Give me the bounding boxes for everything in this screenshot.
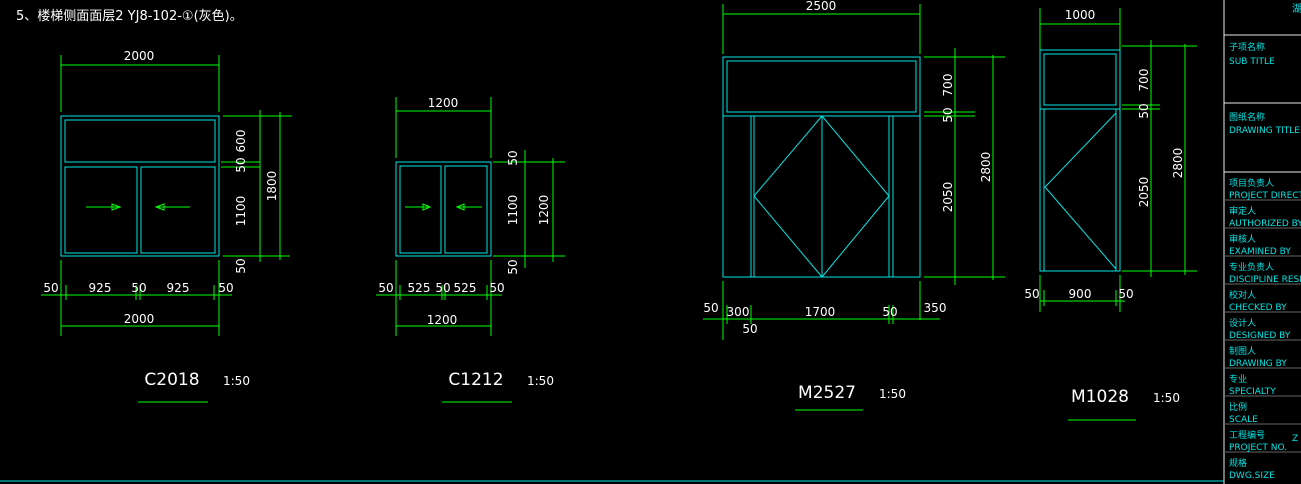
c1212-dim-bottom-total: 1200 bbox=[427, 313, 458, 327]
tb-field-2-en: PROJECT DIRECTOR bbox=[1229, 191, 1301, 201]
tb-field-8-cn: 制图人 bbox=[1229, 345, 1256, 357]
tb-field-11-en: PROJECT NO. bbox=[1229, 443, 1287, 453]
m2527-dim-bottom-1: 300 bbox=[727, 305, 750, 319]
title-block-corner: 湖 bbox=[1292, 3, 1301, 15]
c2018-dim-bottom-1: 925 bbox=[89, 281, 112, 295]
m1028-title: M1028 bbox=[1071, 387, 1129, 407]
tb-field-11-cn: 工程编号 bbox=[1229, 429, 1265, 441]
window-c2018[interactable]: 2000 600 50 1100 50 1800 50 925 50 925 5… bbox=[41, 49, 292, 403]
m2527-dim-bottom-0: 50 bbox=[703, 301, 718, 315]
tb-field-0-en: SUB TITLE bbox=[1229, 57, 1275, 67]
tb-field-10-cn: 比例 bbox=[1229, 401, 1247, 413]
tb-field-4-en: EXAMINED BY bbox=[1229, 247, 1291, 257]
c2018-dim-right-3: 50 bbox=[234, 258, 248, 273]
m2527-dim-right-0: 700 bbox=[941, 74, 955, 97]
m1028-dim-bottom-1: 900 bbox=[1069, 287, 1092, 301]
c1212-dim-right-total: 1200 bbox=[537, 195, 551, 226]
tb-field-2-cn: 项目负责人 bbox=[1229, 177, 1274, 189]
tb-field-6-cn: 校对人 bbox=[1229, 289, 1256, 301]
tb-field-1-en: DRAWING TITLE bbox=[1229, 126, 1300, 136]
tb-field-5-en: DISCIPLINE RESPONSIBLE bbox=[1229, 275, 1301, 285]
m2527-dim-right-1: 50 bbox=[941, 107, 955, 122]
c1212-dim-bottom-0: 50 bbox=[378, 281, 393, 295]
c2018-title: C2018 bbox=[144, 370, 199, 390]
c2018-dim-top: 2000 bbox=[124, 49, 155, 63]
tb-field-7-en: DESIGNED BY bbox=[1229, 331, 1291, 341]
m1028-dim-top: 1000 bbox=[1065, 8, 1096, 22]
m1028-dim-right-1: 50 bbox=[1137, 103, 1151, 118]
m1028-dim-right-2: 2050 bbox=[1137, 177, 1151, 208]
m2527-scale: 1:50 bbox=[879, 387, 906, 401]
m1028-dim-right-total: 2800 bbox=[1171, 148, 1185, 179]
c1212-dim-right-1: 1100 bbox=[506, 195, 520, 226]
c2018-dim-bottom-2: 50 bbox=[131, 281, 146, 295]
tb-field-5-cn: 专业负责人 bbox=[1229, 261, 1274, 273]
c1212-scale: 1:50 bbox=[527, 374, 554, 388]
m1028-dim-right-0: 700 bbox=[1137, 69, 1151, 92]
c2018-scale: 1:50 bbox=[223, 374, 250, 388]
tb-field-3-en: AUTHORIZED BY bbox=[1229, 219, 1301, 229]
c1212-dim-right-2: 50 bbox=[506, 259, 520, 274]
c1212-dim-bottom-3: 525 bbox=[454, 281, 477, 295]
tb-field-9-cn: 专业 bbox=[1229, 373, 1247, 385]
m2527-dim-bottom-5: 50 bbox=[742, 322, 757, 336]
tb-field-6-en: CHECKED BY bbox=[1229, 303, 1287, 313]
m1028-dim-bottom-0: 50 bbox=[1024, 287, 1039, 301]
m2527-dim-right-2: 2050 bbox=[941, 182, 955, 213]
c2018-dim-right-total: 1800 bbox=[265, 171, 279, 202]
tb-field-8-en: DRAWING BY bbox=[1229, 359, 1287, 369]
tb-field-3-cn: 审定人 bbox=[1229, 205, 1256, 217]
tb-field-0-cn: 子项名称 bbox=[1229, 41, 1265, 53]
tb-field-9-en: SPECIALTY bbox=[1229, 387, 1276, 397]
c2018-dim-bottom-0: 50 bbox=[43, 281, 58, 295]
c2018-dim-right-2: 1100 bbox=[234, 196, 248, 227]
door-m2527[interactable]: 2500 700 50 2050 2800 50 300 1700 50 350… bbox=[703, 0, 1005, 411]
m2527-dim-top: 2500 bbox=[806, 0, 837, 13]
m1028-dim-bottom-2: 50 bbox=[1118, 287, 1133, 301]
m2527-dim-bottom-3: 50 bbox=[882, 305, 897, 319]
header-note: 5、楼梯侧面面层2 YJ8-102-①(灰色)。 bbox=[16, 8, 243, 24]
c2018-dim-right-0: 600 bbox=[234, 130, 248, 153]
c2018-dim-right-1: 50 bbox=[234, 157, 248, 172]
c2018-dim-bottom-total: 2000 bbox=[124, 312, 155, 326]
m2527-title: M2527 bbox=[798, 383, 856, 403]
m2527-dim-bottom-2: 1700 bbox=[805, 305, 836, 319]
tb-field-4-cn: 审核人 bbox=[1229, 233, 1256, 245]
c1212-title: C1212 bbox=[448, 370, 503, 390]
tb-field-7-cn: 设计人 bbox=[1229, 317, 1256, 329]
tb-field-12-en: DWG.SIZE bbox=[1229, 471, 1275, 481]
tb-project-no-prefix: Z bbox=[1292, 434, 1298, 444]
c1212-dim-bottom-4: 50 bbox=[489, 281, 504, 295]
window-c1212[interactable]: 1200 50 1100 50 1200 50 525 50 525 50 12… bbox=[376, 96, 565, 403]
c1212-dim-bottom-2: 50 bbox=[435, 281, 450, 295]
tb-field-12-cn: 规格 bbox=[1229, 457, 1247, 469]
c2018-dim-bottom-4: 50 bbox=[218, 281, 233, 295]
tb-field-1-cn: 图纸名称 bbox=[1229, 111, 1265, 123]
c2018-dim-bottom-3: 925 bbox=[167, 281, 190, 295]
tb-field-10-en: SCALE bbox=[1229, 415, 1258, 425]
c1212-dim-right-0: 50 bbox=[506, 150, 520, 165]
door-m1028[interactable]: 1000 700 50 2050 2800 50 900 50 M1028 1:… bbox=[1024, 8, 1197, 421]
title-block: 湖 子项名称 SUB TITLE 图纸名称 DRAWING TITLE 项目负责… bbox=[1223, 0, 1301, 484]
m1028-scale: 1:50 bbox=[1153, 391, 1180, 405]
c1212-dim-top: 1200 bbox=[428, 96, 459, 110]
c1212-dim-bottom-1: 525 bbox=[408, 281, 431, 295]
m2527-dim-bottom-4: 350 bbox=[924, 301, 947, 315]
m2527-dim-right-total: 2800 bbox=[979, 152, 993, 183]
